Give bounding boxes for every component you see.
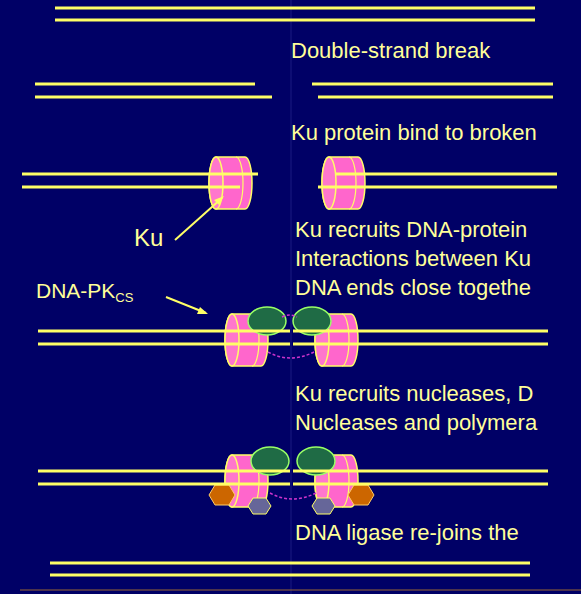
polymerase: [248, 498, 271, 514]
step-text: Ku recruits DNA-protein: [295, 217, 527, 242]
divider-line: [291, 0, 292, 594]
step-text: DNA ends close togethe: [295, 275, 531, 300]
ku-protein: [322, 157, 365, 209]
broken-dna: [35, 84, 553, 97]
ku-protein: [209, 157, 252, 209]
step-text: Interactions between Ku: [295, 246, 531, 271]
interaction-arc: [270, 493, 316, 499]
nuclease: [209, 485, 235, 505]
polymerase: [312, 498, 335, 514]
part-name: DNA-PK: [36, 279, 115, 303]
dna-strands: [50, 563, 530, 575]
dna-strands: [38, 471, 548, 484]
leader-line: [175, 198, 222, 240]
arrow-head: [214, 196, 224, 205]
dna-strands: [55, 8, 535, 20]
step-text: Double-strand break: [291, 38, 490, 63]
step-text: Ku recruits nucleases, D: [295, 381, 533, 406]
step-text: DNA ligase re-joins the: [295, 520, 519, 545]
arrow-head: [197, 307, 208, 314]
part-name: Ku: [134, 224, 163, 252]
dna-strands: [38, 331, 548, 344]
step-text: Ku protein bind to broken: [291, 120, 537, 145]
broken-dna: [22, 174, 557, 187]
frame-line: [20, 590, 581, 591]
step-text: Nucleases and polymera: [295, 410, 537, 435]
interaction-arc: [268, 352, 314, 358]
interaction-arc: [282, 315, 297, 317]
part-subscript: CS: [115, 291, 133, 306]
nuclease: [348, 485, 374, 505]
